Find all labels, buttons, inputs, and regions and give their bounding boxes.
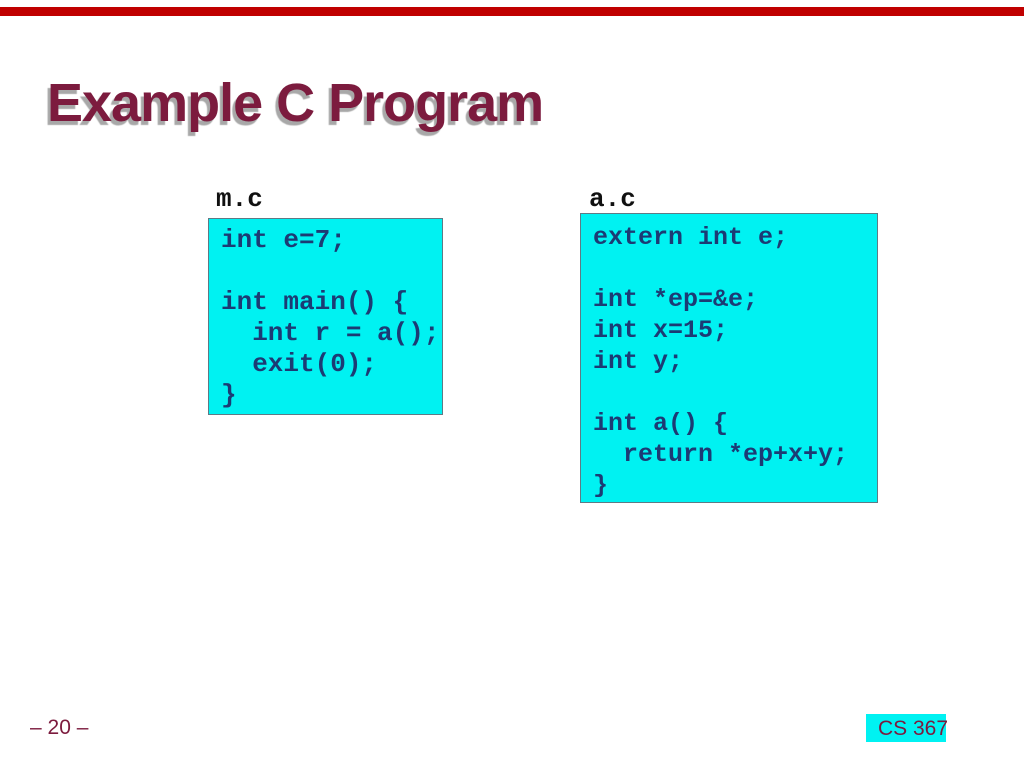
file-label-ac: a.c bbox=[589, 184, 636, 214]
course-label: CS 367 bbox=[878, 717, 949, 740]
code-mc: int e=7; int main() { int r = a(); exit(… bbox=[221, 225, 440, 410]
page-number: – 20 – bbox=[30, 716, 89, 739]
top-accent-bar bbox=[0, 7, 1024, 16]
file-label-mc: m.c bbox=[216, 184, 263, 214]
code-box-ac: extern int e; int *ep=&e; int x=15; int … bbox=[580, 213, 878, 503]
course-label-highlight bbox=[866, 714, 946, 742]
code-ac: extern int e; int *ep=&e; int x=15; int … bbox=[593, 223, 849, 500]
code-box-mc: int e=7; int main() { int r = a(); exit(… bbox=[208, 218, 443, 415]
slide-title: Example C Program bbox=[47, 73, 544, 134]
